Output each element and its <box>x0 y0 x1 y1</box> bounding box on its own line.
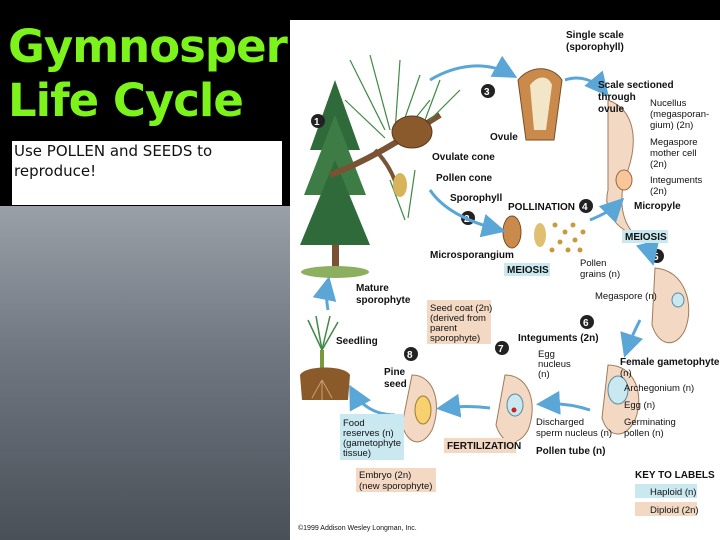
key-diploid-label: Diploid (2n) <box>650 505 699 516</box>
label-scale-sectioned-3: ovule <box>598 104 625 115</box>
step-6-label: 6 <box>583 318 589 329</box>
ovule-stages-illustration <box>601 267 690 435</box>
label-germinating-pollen-2: pollen (n) <box>624 428 664 439</box>
key-diploid-swatch <box>635 502 697 516</box>
cycle-arrows <box>312 55 660 418</box>
stage-fertilization: FERTILIZATION <box>447 441 521 452</box>
pine-branch-illustration <box>328 54 461 221</box>
label-germinating-pollen: Germinating <box>624 417 676 428</box>
title-line-2: Life Cycle <box>8 74 244 127</box>
stage-meiosis-megaspore: MEIOSIS <box>625 232 667 243</box>
label-nucellus: Nucellus <box>650 98 687 109</box>
slide-title: Gymnosperm Life Cycle <box>8 20 334 128</box>
label-integuments: Integuments <box>650 175 703 186</box>
label-pollen-grains: Pollen <box>580 258 606 269</box>
label-single-scale-2: (sporophyll) <box>566 42 624 53</box>
step-4-label: 4 <box>582 202 588 213</box>
key-title: KEY TO LABELS <box>635 470 715 481</box>
label-single-scale: Single scale <box>566 30 624 41</box>
step-markers: 1 2 3 4 5 6 7 8 <box>311 84 664 361</box>
label-mature-sporophyte: Mature <box>356 283 389 294</box>
label-pine-seed-2: seed <box>384 379 407 390</box>
seedling-illustration <box>300 315 350 400</box>
step-7-label: 7 <box>498 344 504 355</box>
pollen-illustrations <box>502 215 586 253</box>
subtitle-line-1: Use POLLEN and SEEDS to <box>14 142 213 160</box>
stage-meiosis-pollen: MEIOSIS <box>507 265 549 276</box>
step-8-label: 8 <box>407 350 413 361</box>
label-microsporangium: Microsporangium <box>430 250 514 261</box>
label-archegonium: Archegonium (n) <box>624 383 694 394</box>
label-sporophyll: Sporophyll <box>450 193 502 204</box>
label-scale-sectioned: Scale sectioned <box>598 80 674 91</box>
label-pine-seed: Pine <box>384 367 406 378</box>
key-to-labels: KEY TO LABELS Haploid (n) Diploid (2n) <box>635 470 715 516</box>
mature-tree-illustration <box>300 80 370 278</box>
label-discharged-sperm-2: sperm nucleus (n) <box>536 428 612 439</box>
label-pollen-tube: Pollen tube (n) <box>536 446 605 457</box>
label-food-reserves-3: (gametophyte <box>343 438 401 449</box>
copyright-text: ©1999 Addison Wesley Longman, Inc. <box>298 524 417 532</box>
title-line-1: Gymnosperm <box>8 20 334 73</box>
stage-pollination: POLLINATION <box>508 202 575 213</box>
label-female-gametophyte: Female gametophyte <box>620 357 720 368</box>
subtitle-line-2: reproduce! <box>14 162 97 180</box>
label-egg-nucleus-2: nucleus <box>538 359 571 370</box>
label-scale-sectioned-2: through <box>598 92 636 103</box>
label-food-reserves-2: reserves (n) <box>343 428 394 439</box>
label-embryo-2: (new sporophyte) <box>359 481 432 492</box>
label-megaspore-mother-3: (2n) <box>650 159 667 170</box>
label-seed-coat-2: (derived from <box>430 313 486 324</box>
label-nucellus-2: (megasporan- <box>650 109 709 120</box>
label-seed-coat-3: parent <box>430 323 457 334</box>
label-food-reserves-4: tissue) <box>343 448 371 459</box>
label-nucellus-3: gium) (2n) <box>650 120 693 131</box>
label-integuments-2: (2n) <box>650 186 667 197</box>
label-egg: Egg (n) <box>624 400 655 411</box>
key-haploid-swatch <box>635 484 697 498</box>
label-egg-nucleus: Egg <box>538 349 555 360</box>
slide-background <box>0 206 290 540</box>
label-ovule: Ovule <box>490 132 518 143</box>
key-haploid-label: Haploid (n) <box>650 487 696 498</box>
label-seed-coat: Seed coat (2n) <box>430 303 492 314</box>
label-egg-nucleus-3: (n) <box>538 369 550 380</box>
label-female-gametophyte-2: (n) <box>620 368 632 379</box>
fertilization-illustrations <box>401 374 533 443</box>
label-megaspore-mother: Megaspore <box>650 137 698 148</box>
step-5-label: 5 <box>653 252 659 263</box>
step-3-label: 3 <box>484 87 490 98</box>
label-pollen-cone: Pollen cone <box>436 173 493 184</box>
label-megaspore: Megaspore (n) <box>595 291 657 302</box>
label-seed-coat-4: sporophyte) <box>430 333 480 344</box>
slide-subtitle: Use POLLEN and SEEDS to reproduce! <box>12 141 282 205</box>
label-food-reserves: Food <box>343 418 365 429</box>
life-cycle-diagram: 1 2 3 4 5 6 7 8 <box>298 30 720 532</box>
label-micropyle: Micropyle <box>634 201 681 212</box>
label-integuments-2n: Integuments (2n) <box>518 333 599 344</box>
label-discharged-sperm: Discharged <box>536 417 584 428</box>
step-1-label: 1 <box>314 117 320 128</box>
label-mature-sporophyte-2: sporophyte <box>356 295 411 306</box>
diagram-labels: Single scale (sporophyll) Scale sectione… <box>336 30 720 492</box>
label-ovulate-cone: Ovulate cone <box>432 152 495 163</box>
label-megaspore-mother-2: mother cell <box>650 148 696 159</box>
label-seedling: Seedling <box>336 336 378 347</box>
label-pollen-grains-2: grains (n) <box>580 269 620 280</box>
label-embryo: Embryo (2n) <box>359 470 411 481</box>
